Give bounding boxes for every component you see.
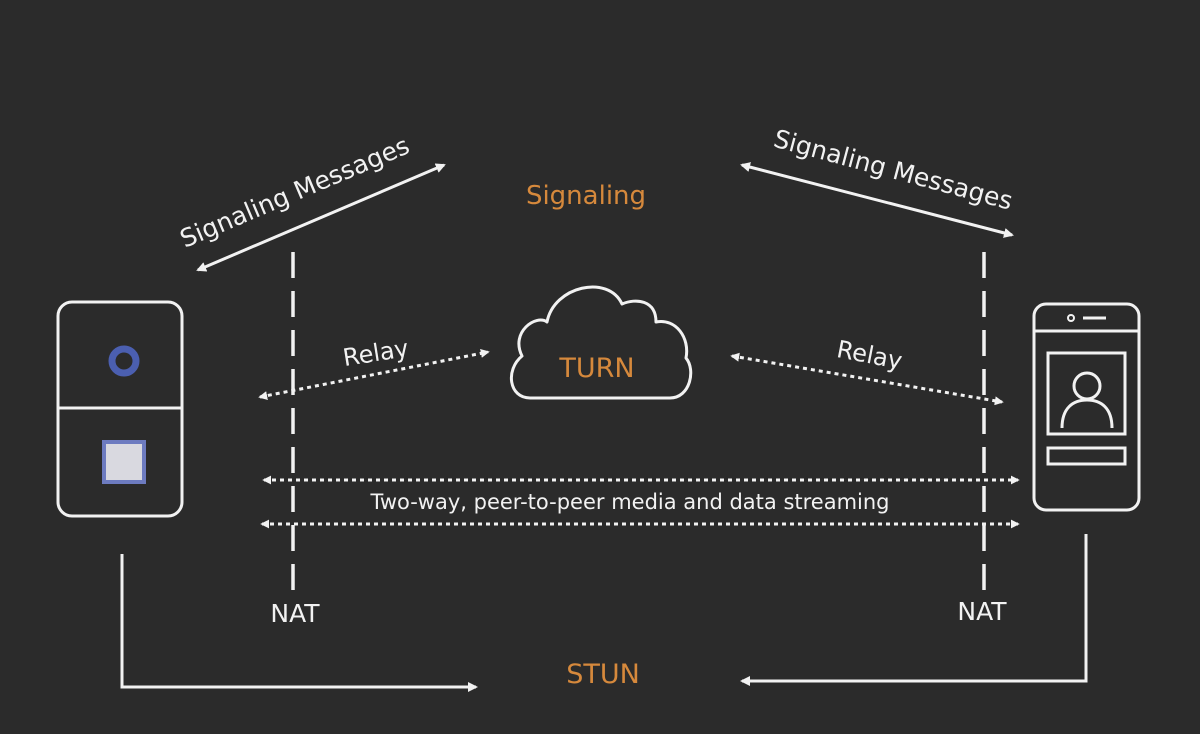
camera-lens-icon [108,345,140,377]
relay-label-right: Relay [834,335,904,375]
signaling-label: Signaling [526,181,646,211]
stun-path-left [120,554,478,692]
signaling-arrow-right [740,162,1014,238]
signaling-messages-label-right: Signaling Messages [771,124,1016,216]
stun-path-right [740,534,1088,686]
p2p-label: Two-way, peer-to-peer media and data str… [369,490,889,514]
relay-arrow-right [730,352,1004,406]
cloud-icon [509,285,693,400]
relay-arrow-left [258,348,490,401]
stun-label: STUN [566,659,640,690]
nat-label-right: NAT [957,597,1007,626]
user-avatar-icon [1060,371,1114,429]
turn-label: TURN [558,353,634,384]
mobile-phone-icon [1032,302,1141,512]
signaling-arrow-left [196,163,446,272]
nat-label-left: NAT [270,599,320,628]
relay-label-left: Relay [341,334,411,372]
camera-device-icon [56,300,184,518]
camera-button-icon [102,440,146,484]
